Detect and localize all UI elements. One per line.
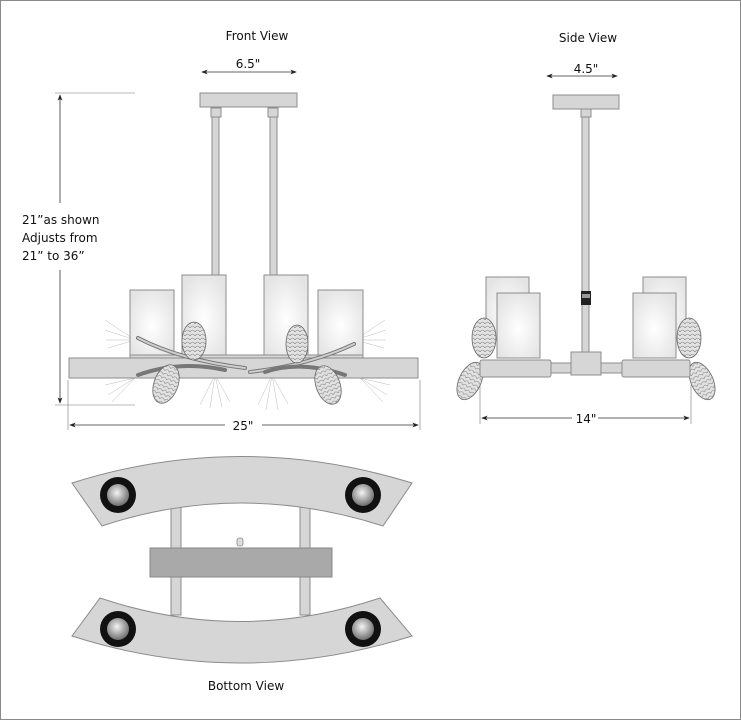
bottom-view-title: Bottom View [208, 679, 284, 693]
bottom-arm-bottom [71, 597, 413, 664]
front-view: Front View 6.5" 21”as shown Adjusts from… [22, 29, 421, 433]
side-rod [581, 116, 590, 356]
bottom-center-bar [149, 547, 333, 578]
pine-cones-side [456, 317, 716, 401]
bottom-arm-top [71, 456, 413, 527]
side-view-title: Side View [559, 31, 617, 45]
front-shade-1 [129, 289, 175, 356]
height-note-line-2: Adjusts from [22, 231, 98, 245]
side-view: Side View 4.5" 14" [456, 31, 716, 426]
bottom-view: Bottom View [71, 456, 413, 693]
side-canopy-width-label: 4.5" [574, 62, 599, 76]
overall-width-label: 25" [233, 419, 254, 433]
front-view-title: Front View [226, 29, 289, 43]
front-rod-left [211, 116, 220, 276]
branches-front [136, 336, 356, 377]
pine-cones-front [152, 321, 342, 405]
front-rod-right [269, 116, 278, 276]
side-center-block [570, 351, 602, 376]
side-arm-right [621, 359, 691, 378]
overall-depth-label: 14" [576, 412, 597, 426]
bottom-sockets [100, 477, 381, 647]
side-shade-left [496, 292, 541, 359]
side-shade-right [632, 292, 677, 359]
height-note-line-1: 21”as shown [22, 213, 100, 227]
front-canopy [199, 92, 298, 108]
center-knob [236, 537, 244, 547]
side-canopy [552, 94, 620, 110]
height-note-line-3: 21” to 36” [22, 249, 85, 263]
side-arm-left [479, 359, 552, 378]
front-canopy-width-label: 6.5" [236, 57, 261, 71]
front-shade-4 [317, 289, 364, 356]
